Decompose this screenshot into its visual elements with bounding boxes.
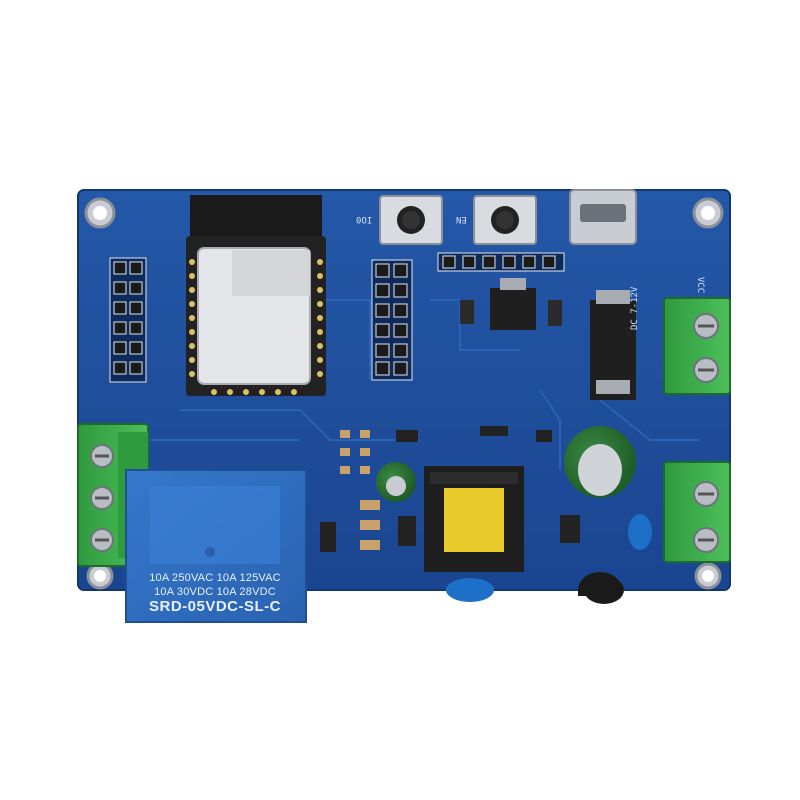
- voltage-regulator: [490, 278, 636, 400]
- push-button-io0: [379, 195, 443, 245]
- middle-pin-header: [371, 259, 413, 381]
- terminal-block-dc-input: [663, 297, 731, 395]
- terminal-block-ac-input: [663, 461, 731, 563]
- mounting-holes: [84, 197, 724, 590]
- transformer: [424, 466, 524, 572]
- smd-components: [320, 300, 580, 552]
- transistor: [578, 572, 622, 596]
- left-pin-header: [109, 257, 147, 383]
- push-button-en: [473, 195, 537, 245]
- relay: [125, 469, 307, 623]
- top-pin-header: [437, 252, 565, 272]
- micro-usb-connector: [569, 189, 637, 245]
- electrolytic-capacitors: [376, 426, 636, 502]
- esp-module: [186, 195, 326, 396]
